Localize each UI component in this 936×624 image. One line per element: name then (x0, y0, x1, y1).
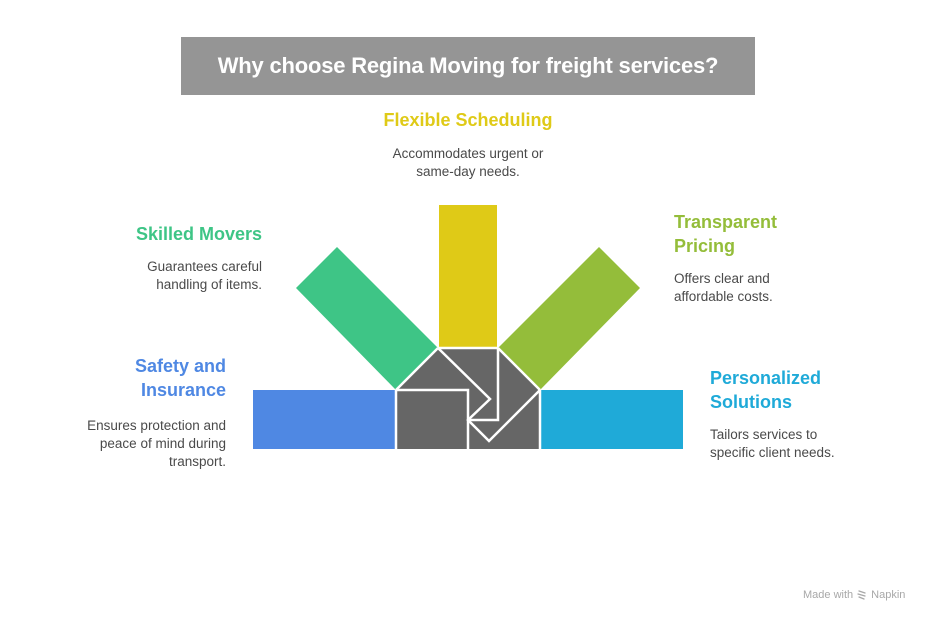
desc-line: same-day needs. (416, 164, 520, 179)
label-line: Insurance (140, 380, 226, 400)
footer-brand: Napkin (871, 589, 906, 601)
ray-personalized (540, 390, 683, 449)
label-line: Personalized (710, 368, 822, 388)
title-banner: Why choose Regina Moving for freight ser… (181, 37, 755, 95)
desc-line: Guarantees careful (147, 259, 262, 274)
desc-line: Offers clear and (674, 271, 770, 286)
desc-line: handling of items. (156, 277, 262, 292)
label-safety: Safety and Insurance (60, 354, 226, 402)
footer-watermark: Made with Napkin (803, 589, 905, 601)
desc-line: Accommodates urgent or (392, 146, 544, 161)
label-flexible: Flexible Scheduling (338, 108, 598, 132)
desc-transparent: Offers clear and affordable costs. (674, 270, 874, 306)
page-title: Why choose Regina Moving for freight ser… (217, 53, 719, 78)
desc-line: Ensures protection and (87, 418, 226, 433)
label-line: Flexible Scheduling (383, 110, 553, 130)
ray-flexible (439, 205, 497, 347)
label-transparent: Transparent Pricing (674, 210, 874, 258)
label-line: Skilled Movers (135, 224, 262, 244)
label-line: Solutions (710, 392, 792, 412)
desc-line: specific client needs. (710, 445, 835, 460)
footer-made-with: Made with (803, 589, 854, 601)
label-line: Transparent (674, 212, 778, 232)
ray-transparent (498, 247, 640, 390)
label-skilled: Skilled Movers (60, 222, 262, 246)
label-personalized: Personalized Solutions (710, 366, 910, 414)
desc-safety: Ensures protection and peace of mind dur… (40, 417, 226, 471)
label-line: Pricing (674, 236, 736, 256)
desc-line: Tailors services to (710, 427, 818, 442)
desc-skilled: Guarantees careful handling of items. (60, 258, 262, 294)
ray-skilled (296, 247, 438, 390)
label-line: Safety and (134, 356, 226, 376)
hub-separators (394, 346, 542, 449)
napkin-logo-icon (857, 590, 866, 600)
desc-flexible: Accommodates urgent or same-day needs. (338, 145, 598, 181)
ray-safety (253, 390, 396, 449)
desc-line: affordable costs. (674, 289, 773, 304)
desc-personalized: Tailors services to specific client need… (710, 426, 910, 462)
desc-line: peace of mind during (99, 436, 226, 451)
desc-line: transport. (168, 454, 226, 469)
